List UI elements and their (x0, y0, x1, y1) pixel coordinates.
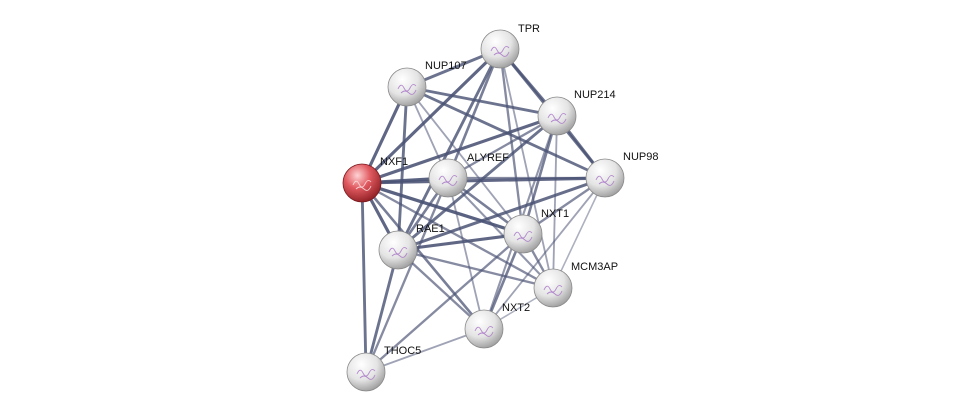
structure-icon (513, 230, 533, 242)
structure-icon (352, 179, 372, 191)
node-circle[interactable] (533, 268, 573, 308)
node-label-rae1: RAE1 (416, 223, 445, 235)
edge-rae1-nxt1 (396, 232, 525, 252)
edge-alyref-thoc5 (364, 176, 450, 374)
node-label-nup107: NUP107 (425, 60, 467, 72)
structure-icon (543, 284, 563, 296)
node-circle[interactable] (503, 214, 543, 254)
node-label-alyref: ALYREF (467, 152, 509, 164)
structure-icon (438, 174, 458, 186)
node-circle[interactable] (428, 158, 468, 198)
node-label-nup98: NUP98 (623, 151, 658, 163)
node-circle[interactable] (464, 309, 504, 349)
edge-alyref-mcm3ap (446, 176, 555, 290)
structure-icon (397, 83, 417, 95)
structure-icon (356, 368, 376, 380)
edge-alyref-nxt2 (447, 177, 485, 330)
node-circle[interactable] (342, 163, 382, 203)
edge-tpr-rae1 (396, 47, 502, 252)
node-label-tpr: TPR (518, 23, 540, 35)
node-circle[interactable] (346, 352, 386, 392)
edge-nxf1-nxt1 (360, 181, 525, 236)
structure-icon (388, 246, 408, 258)
node-nup98[interactable]: NUP98 (585, 151, 658, 198)
node-nxf1[interactable]: NXF1 (342, 156, 408, 203)
edge-nup214-alyref (446, 114, 559, 180)
structure-icon (547, 112, 567, 124)
edge-tpr-alyref (446, 47, 502, 180)
node-nup214[interactable]: NUP214 (537, 89, 616, 136)
edge-nxf1-mcm3ap (360, 181, 555, 290)
node-circle[interactable] (585, 158, 625, 198)
edge-nup214-mcm3ap (552, 115, 558, 289)
edge-nup107-nup98 (405, 85, 607, 180)
node-label-nxt2: NXT2 (502, 302, 530, 314)
edge-nup98-rae1 (396, 176, 607, 252)
edge-rae1-mcm3ap (396, 248, 555, 290)
node-alyref[interactable]: ALYREF (428, 152, 509, 198)
node-label-nxf1: NXF1 (380, 156, 408, 168)
node-circle[interactable] (378, 230, 418, 270)
node-mcm3ap[interactable]: MCM3AP (533, 261, 618, 308)
node-nxt2[interactable]: NXT2 (464, 302, 530, 349)
node-circle[interactable] (537, 96, 577, 136)
structure-icon (474, 325, 494, 337)
node-circle[interactable] (480, 29, 520, 69)
node-tpr[interactable]: TPR (480, 23, 540, 69)
edge-nup107-rae1 (396, 85, 409, 252)
node-rae1[interactable]: RAE1 (378, 223, 445, 270)
node-thoc5[interactable]: THOC5 (346, 345, 421, 392)
edge-nxt2-thoc5 (365, 328, 485, 373)
node-nxt1[interactable]: NXT1 (503, 208, 569, 254)
node-label-thoc5: THOC5 (384, 345, 421, 357)
structure-icon (595, 174, 615, 186)
edge-nup107-nup214 (405, 85, 559, 118)
edge-nxt1-thoc5 (364, 232, 525, 374)
edge-nup98-mcm3ap (552, 177, 606, 289)
node-nup107[interactable]: NUP107 (387, 60, 467, 107)
edge-tpr-mcm3ap (499, 48, 554, 289)
structure-icon (490, 45, 510, 57)
edge-rae1-thoc5 (364, 248, 400, 374)
edge-nup214-rae1 (396, 114, 559, 252)
edge-nup107-nxt1 (406, 86, 524, 235)
node-label-mcm3ap: MCM3AP (571, 261, 618, 273)
edge-nxf1-thoc5 (360, 181, 368, 374)
edge-nup98-nxt2 (483, 177, 606, 330)
edge-rae1-nxt2 (396, 248, 486, 331)
node-label-nxt1: NXT1 (541, 208, 569, 220)
node-circle[interactable] (387, 67, 427, 107)
node-label-nup214: NUP214 (574, 89, 616, 101)
